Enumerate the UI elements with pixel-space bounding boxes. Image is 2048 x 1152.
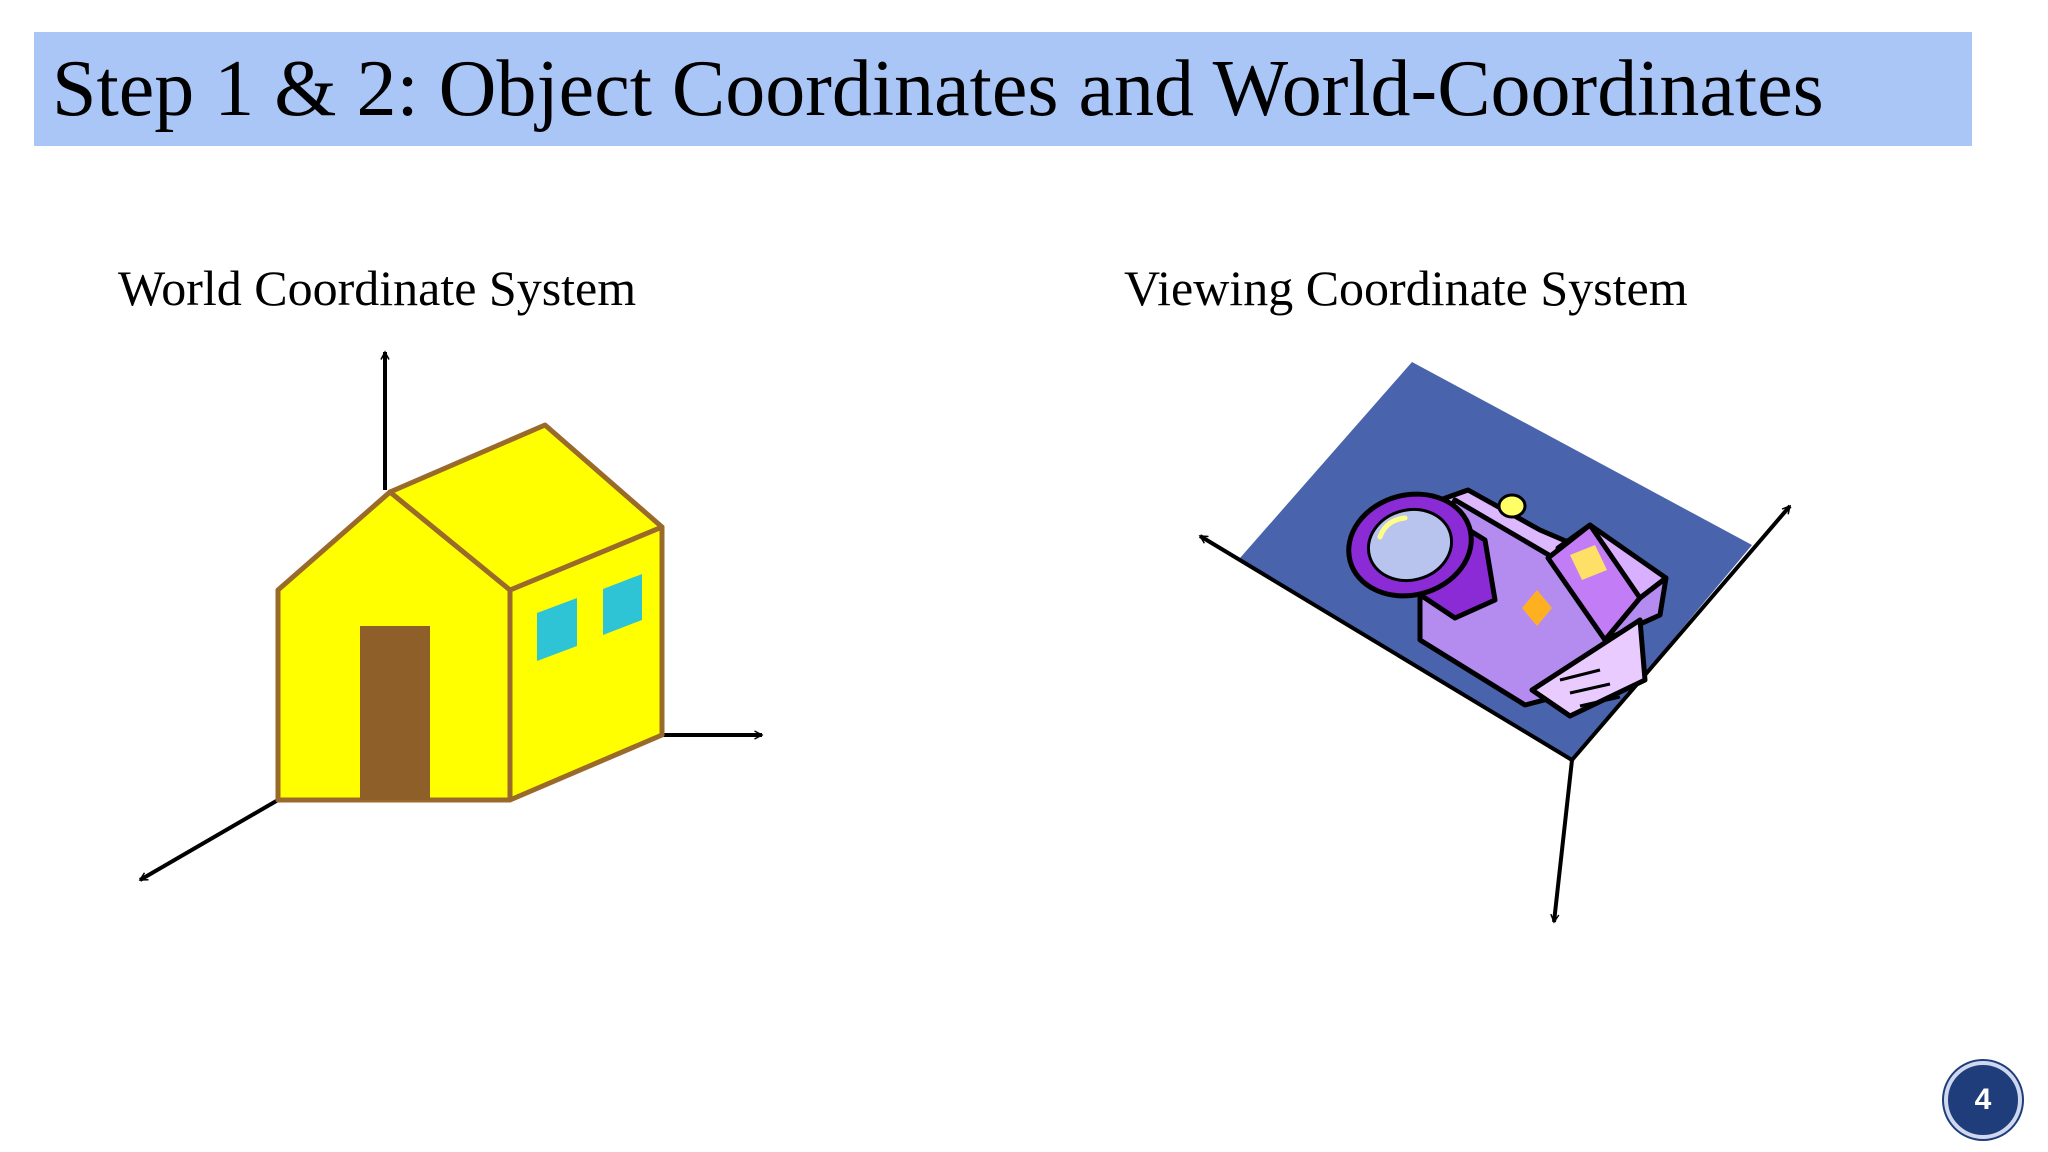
world-axes [140,352,762,882]
house-icon [275,422,665,803]
camera-window [1570,545,1607,580]
house-window-right [603,574,642,635]
house-window-left [537,598,577,661]
camera-accent-diamond [1522,590,1552,626]
house-door [360,626,430,800]
camera-grip-line [1569,682,1611,695]
slide-title: Step 1 & 2: Object Coordinates and World… [52,45,1824,133]
camera-icon [1346,487,1669,719]
house-roof [387,422,665,593]
camera-grip-line [1579,695,1621,708]
view-v-axis [1570,504,1792,762]
view-axes [1200,504,1792,922]
camera-lens-highlight [1377,515,1408,540]
camera-lens-glass [1366,507,1454,583]
title-bar: Step 1 & 2: Object Coordinates and World… [34,32,1972,146]
camera-grip [1529,617,1648,719]
viewing-coordinate-label: Viewing Coordinate System [1124,260,1688,316]
world-coordinate-label: World Coordinate System [118,260,637,316]
view-n-axis [1554,759,1574,922]
view-u-axis [1200,534,1574,762]
page-number-badge: 4 [1944,1061,2022,1139]
camera-grip-line [1559,668,1601,682]
world-z-axis [140,798,280,882]
camera-shutter-button [1497,493,1527,519]
